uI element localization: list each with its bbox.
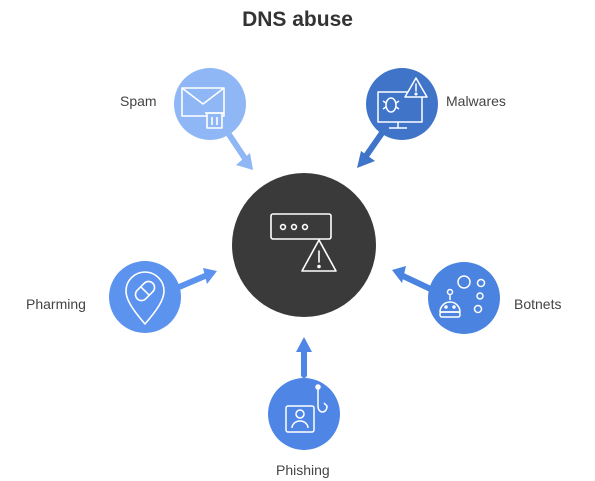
pill-location-icon — [125, 271, 165, 325]
node-pharming — [109, 261, 181, 333]
arrow-phishing — [296, 337, 312, 378]
label-botnets: Botnets — [514, 296, 562, 312]
label-pharming: Pharming — [26, 296, 86, 312]
bug-monitor-warning-icon — [377, 77, 428, 129]
label-spam: Spam — [120, 93, 157, 109]
label-phishing: Phishing — [276, 462, 330, 478]
diagram-title: DNS abuse — [242, 8, 353, 31]
node-phishing — [268, 378, 340, 450]
center-node — [232, 173, 376, 317]
arrow-spam — [225, 130, 253, 170]
node-botnets — [428, 262, 500, 334]
mail-trash-icon — [181, 87, 225, 129]
dns-warning-icon — [270, 213, 337, 272]
arrow-malwares — [357, 130, 385, 168]
label-malwares: Malwares — [446, 93, 506, 109]
hook-user-icon — [285, 384, 328, 433]
node-spam — [174, 68, 246, 140]
robot-network-icon — [439, 275, 486, 318]
node-malwares — [366, 68, 438, 140]
